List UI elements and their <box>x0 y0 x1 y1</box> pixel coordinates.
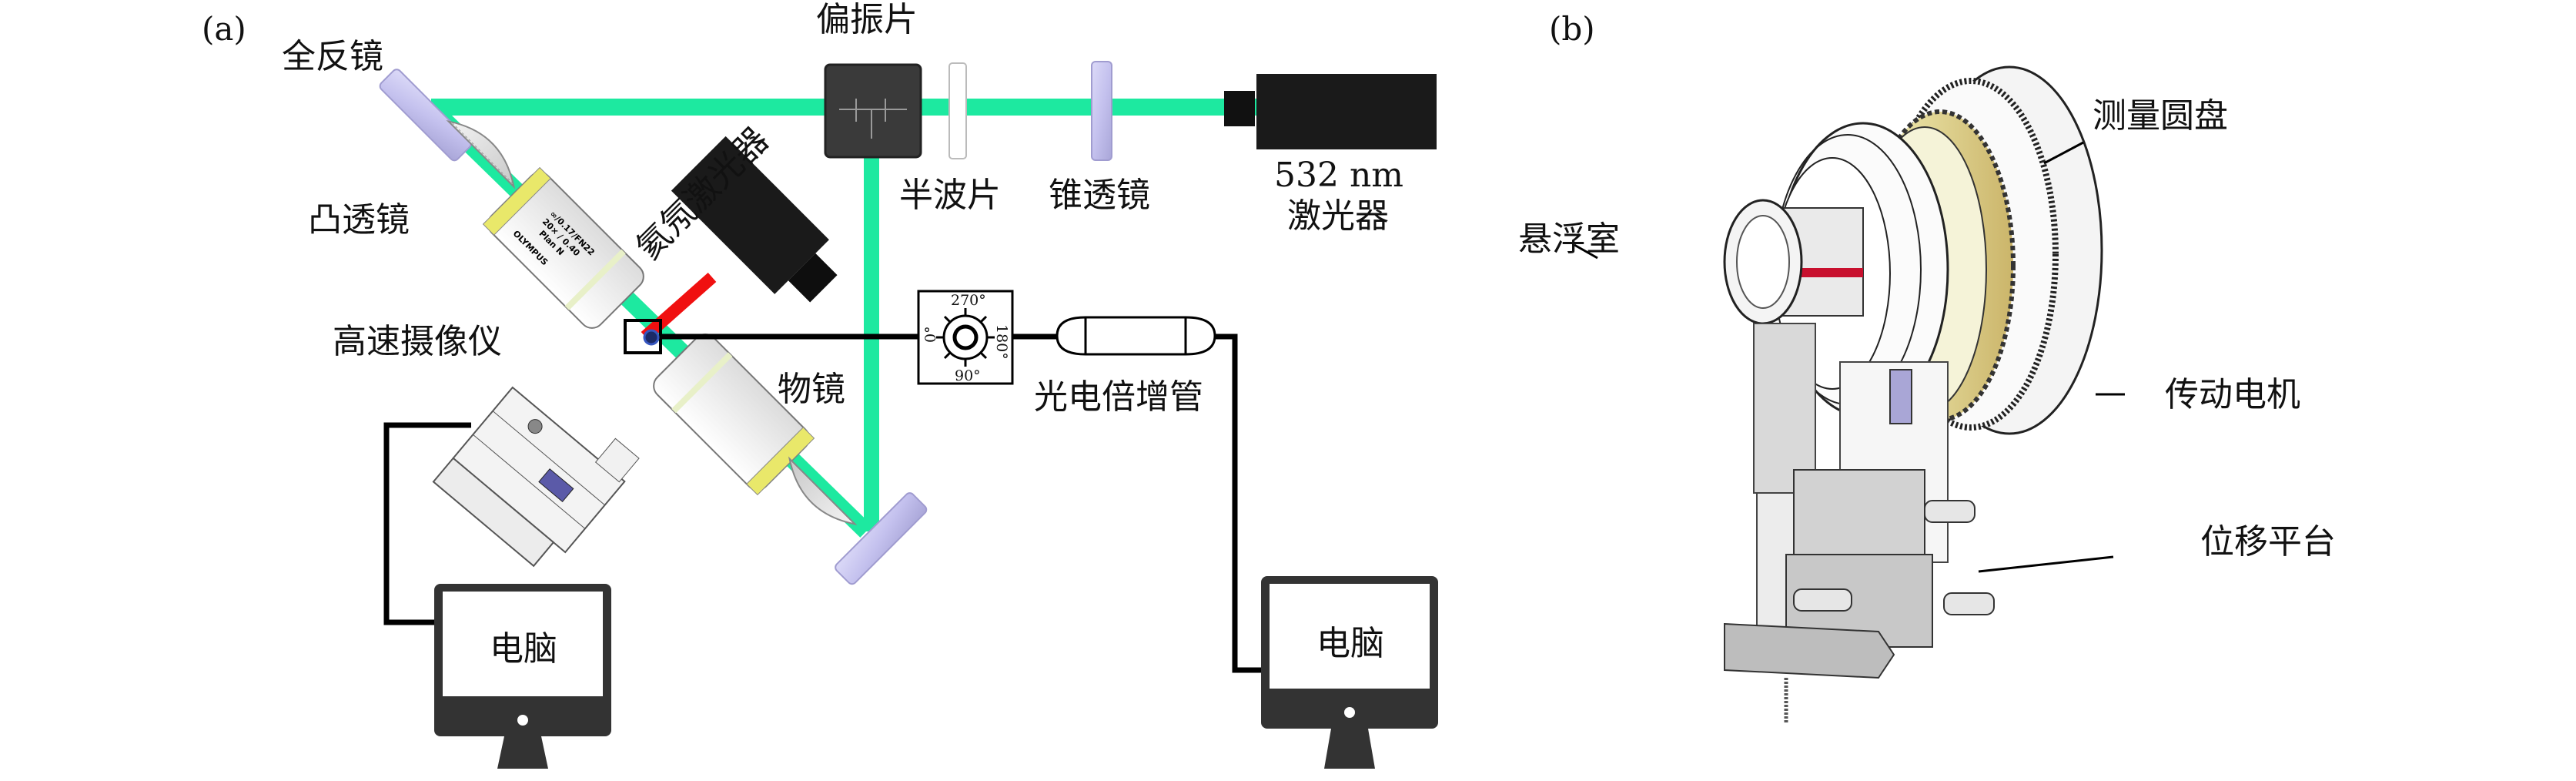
axicon-lens <box>1091 61 1112 161</box>
half-wave-plate-label: 半波片 <box>899 176 1001 215</box>
rotation-stage: 270° 90° 0° 180° <box>917 290 1014 385</box>
full-mirror-top <box>379 69 472 162</box>
photomultiplier-tube <box>1055 316 1216 356</box>
computer-right-label: 电脑 <box>1316 624 1384 663</box>
signal-wire-right <box>661 334 1272 673</box>
polarizer-label: 偏振片 <box>816 0 918 39</box>
convex-lens-bottom <box>788 456 858 526</box>
rotation-label-270: 270° <box>951 292 986 309</box>
computer-left-label: 电脑 <box>490 629 557 669</box>
red-laser-beam <box>641 273 717 341</box>
convex-lens-top <box>446 119 516 189</box>
laser-532nm <box>1224 74 1437 149</box>
panel-a: (a) 全反镜 凸透镜 OLYMPUS Plan N 20× / 0.40 <box>202 0 1438 769</box>
measuring-disk-label: 测量圆盘 <box>2093 96 2228 136</box>
objective-bottom <box>653 334 815 496</box>
laser-532-label-line2: 激光器 <box>1287 196 1389 236</box>
leader-displacement-stage <box>1978 555 2114 573</box>
signal-wire-left <box>383 422 471 625</box>
computer-right: 电脑 <box>1261 576 1438 769</box>
panel-b: (b) <box>1518 10 2336 724</box>
drive-motor-label: 传动电机 <box>2165 375 2300 414</box>
panel-a-label: (a) <box>202 10 246 48</box>
levitation-apparatus <box>1723 65 2103 724</box>
computer-left: 电脑 <box>434 584 611 769</box>
hene-laser <box>671 136 838 303</box>
axicon-label: 锥透镜 <box>1049 176 1150 215</box>
levitated-particle <box>643 329 660 346</box>
photomultiplier-label: 光电倍增管 <box>1034 377 1203 417</box>
convex-lens-label: 凸透镜 <box>308 200 410 240</box>
rotation-label-0: 0° <box>922 326 939 343</box>
high-speed-camera-label: 高速摄像仪 <box>333 322 502 361</box>
rotation-label-90: 90° <box>955 367 981 384</box>
displacement-stage-label: 位移平台 <box>2200 522 2336 561</box>
polarizer <box>824 63 922 159</box>
leader-levitation-chamber <box>1574 243 1598 260</box>
full-mirror-label: 全反镜 <box>282 37 383 76</box>
laser-532-label-line1: 532 nm <box>1274 156 1403 195</box>
half-wave-plate <box>948 62 967 159</box>
leader-measuring-disk <box>2043 141 2084 165</box>
rotation-label-180: 180° <box>993 324 1010 360</box>
levitation-chamber-label: 悬浮室 <box>1518 220 1620 259</box>
objective-label: 物镜 <box>778 370 845 409</box>
full-mirror-bottom <box>835 492 928 585</box>
panel-b-label: (b) <box>1549 10 1595 48</box>
high-speed-camera <box>432 386 640 568</box>
objective-top: OLYMPUS Plan N 20× / 0.40 ∞/0.17/FN22 <box>482 166 644 329</box>
